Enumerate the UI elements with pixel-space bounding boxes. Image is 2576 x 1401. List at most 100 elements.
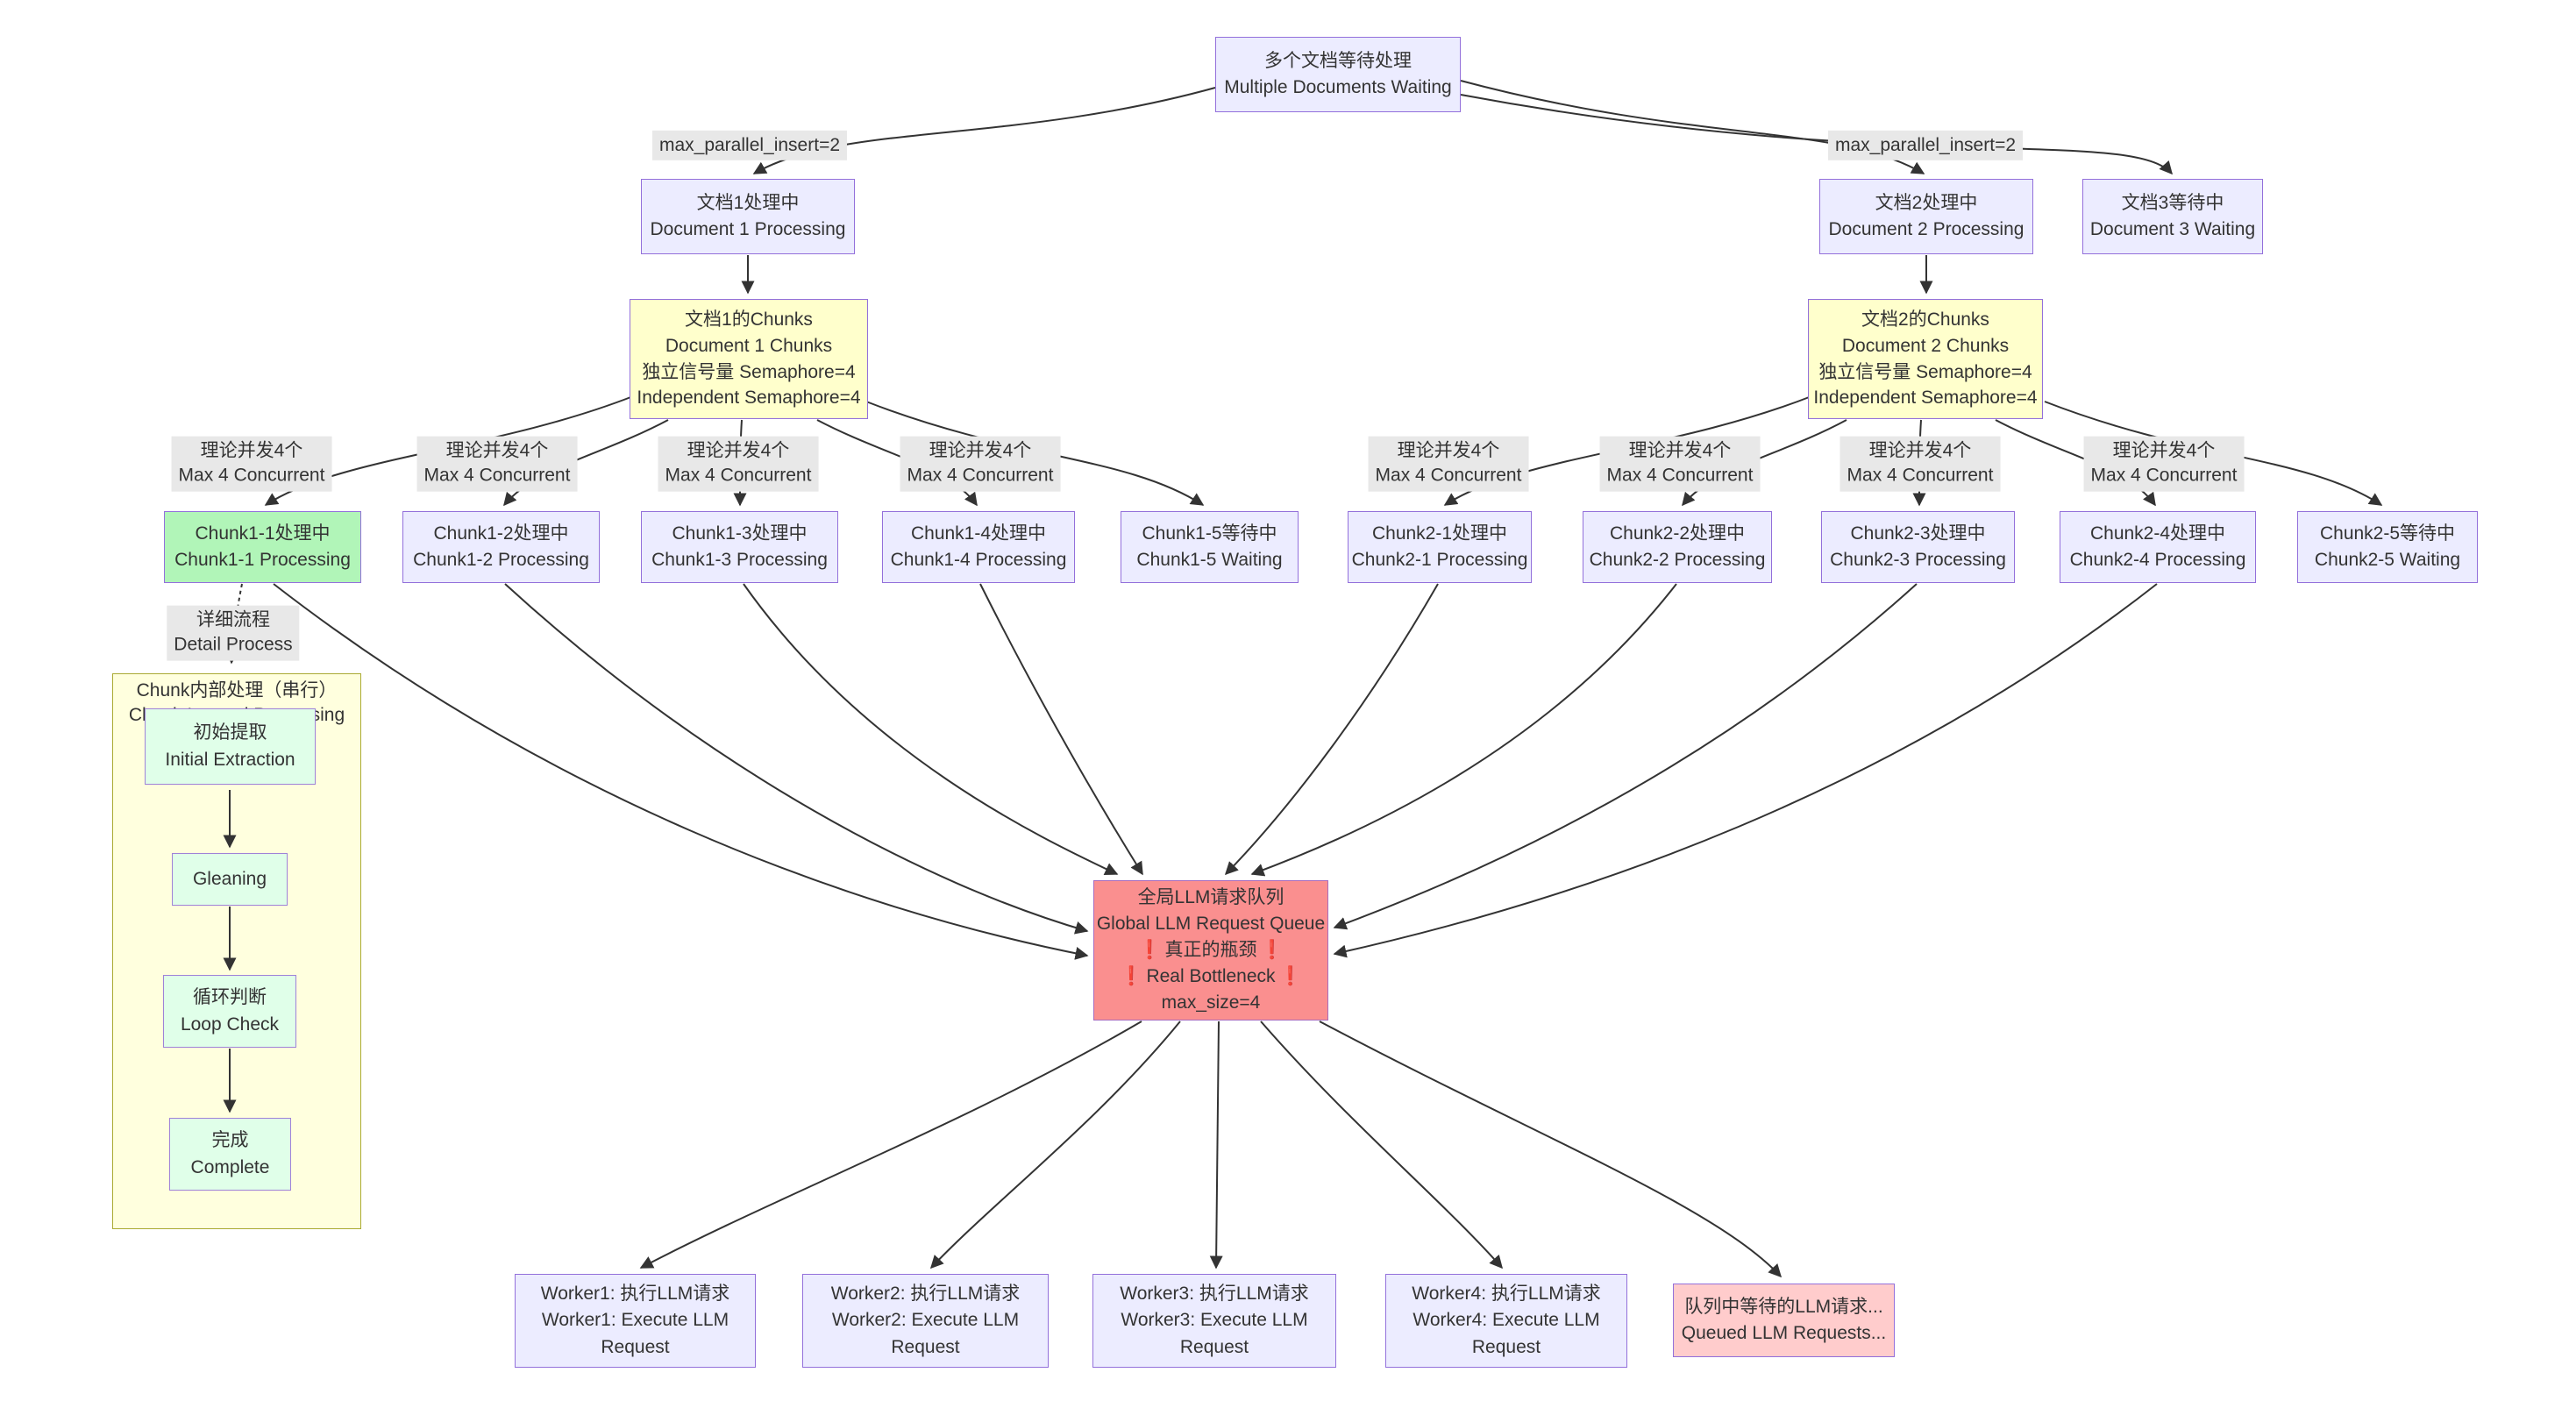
edge-queue-to-w2 [929, 1021, 1181, 1269]
edge-c24-to-queue [1333, 583, 2158, 958]
edge-c23-to-queue [1333, 583, 1918, 930]
edge-label-max4-concurrent: 理论并发4个 Max 4 Concurrent [171, 436, 332, 492]
node-worker3: Worker3: 执行LLM请求 Worker3: Execute LLM Re… [1092, 1274, 1336, 1368]
node-queued-llm-requests: 队列中等待的LLM请求... Queued LLM Requests... [1673, 1284, 1895, 1357]
node-text: Chunk2-2 Processing [1589, 550, 1766, 570]
node-text: 完成 [211, 1130, 249, 1151]
node-text: Real Bottleneck [1146, 965, 1276, 986]
node-complete: 完成 Complete [169, 1118, 291, 1191]
node-text: Worker1: Execute LLM Request [541, 1310, 729, 1357]
edge-c22-to-queue [1250, 583, 1677, 877]
node-text: Independent Semaphore=4 [1813, 388, 2038, 409]
edge-label-text: 理论并发4个 [1868, 440, 1972, 461]
node-document2-chunks: 文档2的Chunks Document 2 Chunks 独立信号量 Semap… [1808, 299, 2043, 419]
node-text: Chunk1-5 Waiting [1136, 550, 1283, 570]
node-text: 文档2处理中 [1875, 192, 1978, 213]
node-text: Chunk2-3处理中 [1850, 523, 1986, 544]
node-text: ❗Real Bottleneck❗ [1094, 964, 1327, 990]
edge-c11-to-queue [273, 583, 1089, 960]
node-text: Worker2: 执行LLM请求 [830, 1283, 1021, 1304]
node-text: Document 2 Chunks [1841, 335, 2010, 356]
exclamation-icon: ❗ [1278, 965, 1302, 986]
node-text: Complete [190, 1156, 270, 1177]
edge-queue-to-w4 [1260, 1021, 1503, 1269]
edge-c13-to-queue [743, 583, 1119, 876]
edge-c12-to-queue [504, 583, 1089, 935]
node-text: Document 1 Chunks [665, 335, 833, 356]
node-text: 全局LLM请求队列 [1137, 887, 1284, 908]
node-text: Chunk1-4 Processing [890, 550, 1067, 570]
node-initial-extraction: 初始提取 Initial Extraction [145, 708, 316, 785]
node-text: Worker1: 执行LLM请求 [540, 1283, 730, 1304]
node-text: 文档3等待中 [2121, 192, 2224, 213]
node-text: Chunk2-1 Processing [1351, 550, 1528, 570]
edge-label-max-parallel-insert-left: max_parallel_insert=2 [651, 130, 848, 161]
node-text: 文档1处理中 [696, 192, 800, 213]
edge-queue-to-queued [1319, 1021, 1783, 1278]
edge-top-to-doc3 [1460, 94, 2173, 175]
node-text: 多个文档等待处理 [1264, 50, 1412, 71]
node-gleaning: Gleaning [172, 853, 288, 906]
node-worker1: Worker1: 执行LLM请求 Worker1: Execute LLM Re… [515, 1274, 756, 1368]
node-text: Document 1 Processing [650, 219, 846, 239]
exclamation-icon: ❗ [1260, 940, 1284, 961]
node-chunk2-2-processing: Chunk2-2处理中 Chunk2-2 Processing [1583, 511, 1772, 583]
node-text: Multiple Documents Waiting [1224, 77, 1452, 97]
node-worker2: Worker2: 执行LLM请求 Worker2: Execute LLM Re… [802, 1274, 1049, 1368]
node-text: Chunk1-2 Processing [413, 550, 589, 570]
node-text: Chunk1-4处理中 [910, 523, 1047, 544]
node-text: Chunk1-1 Processing [174, 550, 351, 570]
edge-label-max4-concurrent: 理论并发4个 Max 4 Concurrent [2083, 436, 2245, 492]
node-chunk2-1-processing: Chunk2-1处理中 Chunk2-1 Processing [1348, 511, 1532, 583]
edge-label-text: Detail Process [174, 635, 293, 655]
edge-label-text: 理论并发4个 [1628, 440, 1732, 461]
subgraph-title-line1: Chunk内部处理（串行） [136, 680, 338, 700]
node-text: Independent Semaphore=4 [637, 388, 861, 409]
exclamation-icon: ❗ [1138, 940, 1162, 961]
node-text: Queued LLM Requests... [1681, 1323, 1887, 1343]
node-text: Worker3: Execute LLM Request [1121, 1310, 1308, 1357]
node-text: 独立信号量 Semaphore=4 [1818, 361, 2032, 382]
edge-label-text: 理论并发4个 [445, 440, 549, 461]
node-text: Chunk1-5等待中 [1142, 523, 1277, 544]
edge-label-max4-concurrent: 理论并发4个 Max 4 Concurrent [1599, 436, 1761, 492]
edge-label-max4-concurrent: 理论并发4个 Max 4 Concurrent [1839, 436, 2001, 492]
node-document3-waiting: 文档3等待中 Document 3 Waiting [2082, 179, 2263, 254]
node-text: ❗真正的瓶颈❗ [1094, 937, 1327, 964]
node-document1-processing: 文档1处理中 Document 1 Processing [641, 179, 855, 254]
node-document1-chunks: 文档1的Chunks Document 1 Chunks 独立信号量 Semap… [630, 299, 868, 419]
edge-chunks1-to-c15 [865, 401, 1205, 506]
edge-label-max-parallel-insert-right: max_parallel_insert=2 [1827, 130, 2024, 161]
node-text: 真正的瓶颈 [1164, 940, 1257, 961]
node-text: Chunk2-5等待中 [2319, 523, 2456, 544]
node-text: Chunk1-2处理中 [433, 523, 569, 544]
node-text: 初始提取 [193, 722, 267, 743]
node-text: Chunk1-1处理中 [195, 523, 331, 544]
edge-label-text: Max 4 Concurrent [1606, 466, 1754, 486]
edge-label-text: 理论并发4个 [1397, 440, 1500, 461]
edge-label-text: Max 4 Concurrent [423, 466, 571, 486]
node-text: Gleaning [192, 868, 267, 889]
edge-label-max4-concurrent: 理论并发4个 Max 4 Concurrent [416, 436, 578, 492]
node-text: Worker4: Execute LLM Request [1413, 1310, 1600, 1357]
node-text: Global LLM Request Queue [1096, 914, 1326, 935]
edge-label-text: Max 4 Concurrent [2090, 466, 2238, 486]
edge-label-max4-concurrent: 理论并发4个 Max 4 Concurrent [900, 436, 1061, 492]
node-text: 独立信号量 Semaphore=4 [642, 361, 856, 382]
edge-c21-to-queue [1224, 583, 1439, 876]
node-text: Chunk2-2处理中 [1609, 523, 1746, 544]
edge-label-text: Max 4 Concurrent [907, 466, 1054, 486]
node-text: 文档1的Chunks [685, 309, 813, 330]
node-loop-check: 循环判断 Loop Check [163, 975, 296, 1048]
edge-label-text: Max 4 Concurrent [178, 466, 325, 486]
node-text: Chunk2-3 Processing [1830, 550, 2006, 570]
node-text: max_size=4 [1161, 992, 1261, 1013]
node-text: Worker4: 执行LLM请求 [1412, 1283, 1601, 1304]
node-text: Initial Extraction [165, 749, 295, 770]
node-text: Document 3 Waiting [2089, 219, 2256, 239]
edge-label-text: Max 4 Concurrent [665, 466, 812, 486]
node-chunk1-5-waiting: Chunk1-5等待中 Chunk1-5 Waiting [1121, 511, 1299, 583]
node-chunk1-4-processing: Chunk1-4处理中 Chunk1-4 Processing [882, 511, 1075, 583]
node-text: Document 2 Processing [1828, 219, 2025, 239]
